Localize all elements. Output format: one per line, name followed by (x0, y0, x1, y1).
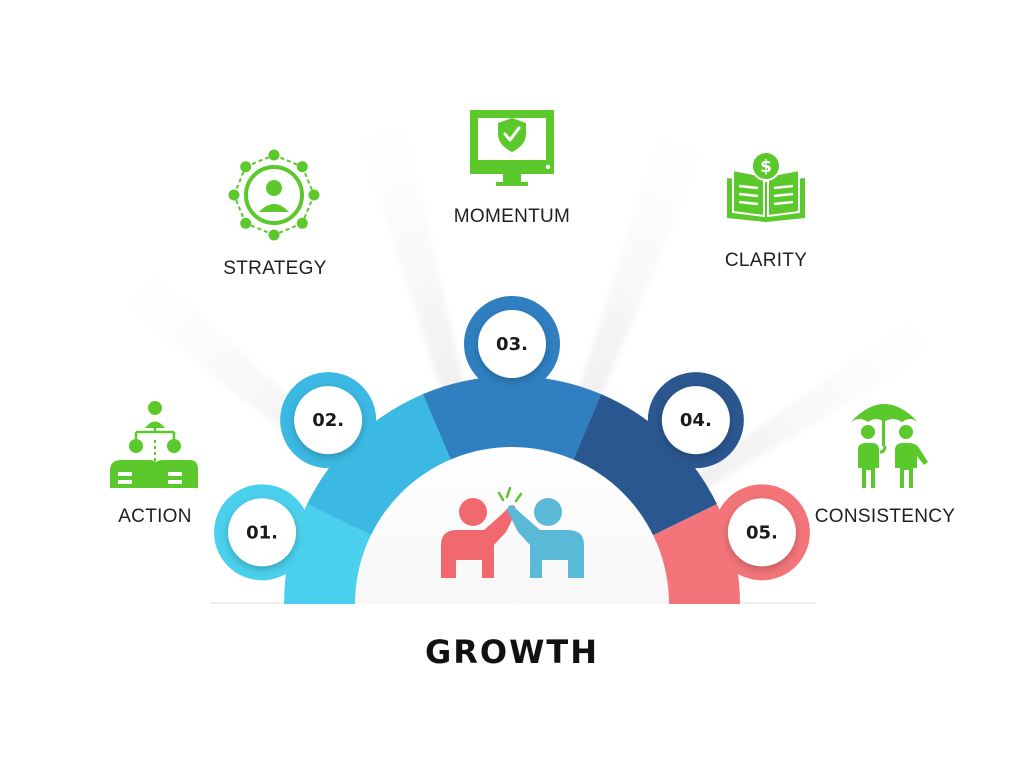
arch-segment-4 (572, 394, 717, 536)
umbrella-people-icon (851, 404, 928, 488)
number-badge-1 (228, 498, 297, 567)
network-link (301, 194, 315, 224)
number-badge-2 (294, 386, 363, 455)
svg-text:$: $ (760, 157, 772, 177)
number-badge-3 (478, 310, 546, 378)
step-number-1: 01. (246, 522, 278, 543)
network-person-icon (228, 149, 320, 241)
step-label-action: ACTION (118, 506, 192, 527)
network-node (296, 217, 308, 229)
network-link (233, 194, 247, 224)
step-label-consistency: CONSISTENCY (815, 506, 956, 527)
main-title: GROWTH (425, 633, 599, 671)
spark-line (514, 492, 523, 503)
number-badge-4 (661, 386, 730, 455)
number-badges: 01. 02. 03. 04. 05. (228, 310, 796, 567)
spark-line (505, 486, 512, 499)
person-right-body (507, 505, 584, 578)
step-number-5: 05. (746, 522, 778, 543)
arch-segment-3 (422, 376, 602, 461)
step-number-3: 03. (496, 334, 528, 355)
inner-half-circle (355, 447, 669, 604)
step-label-clarity: CLARITY (725, 250, 807, 271)
network-link (233, 166, 247, 196)
person-right-head (534, 498, 562, 526)
number-badge-5 (727, 498, 796, 567)
dollar-book-icon: $ (727, 151, 805, 222)
network-node (228, 189, 240, 201)
arch-segment-2 (307, 394, 452, 536)
step-label-momentum: MOMENTUM (454, 206, 570, 227)
team-hierarchy-icon (110, 401, 198, 488)
step-number-4: 04. (680, 410, 712, 431)
network-link (273, 154, 303, 168)
network-link (245, 222, 275, 236)
network-link (273, 222, 303, 236)
network-link (245, 154, 275, 168)
high-five-icon (441, 486, 584, 578)
network-node (296, 161, 308, 173)
step-number-2: 02. (312, 410, 344, 431)
person-left-body (441, 505, 516, 578)
network-node (240, 217, 252, 229)
network-node (240, 161, 252, 173)
monitor-shield-icon (470, 110, 554, 186)
network-node (308, 189, 320, 201)
person-left-head (459, 498, 487, 526)
spark-line (497, 491, 505, 502)
network-link (301, 166, 315, 196)
network-node (268, 229, 280, 241)
step-label-strategy: STRATEGY (223, 258, 326, 279)
